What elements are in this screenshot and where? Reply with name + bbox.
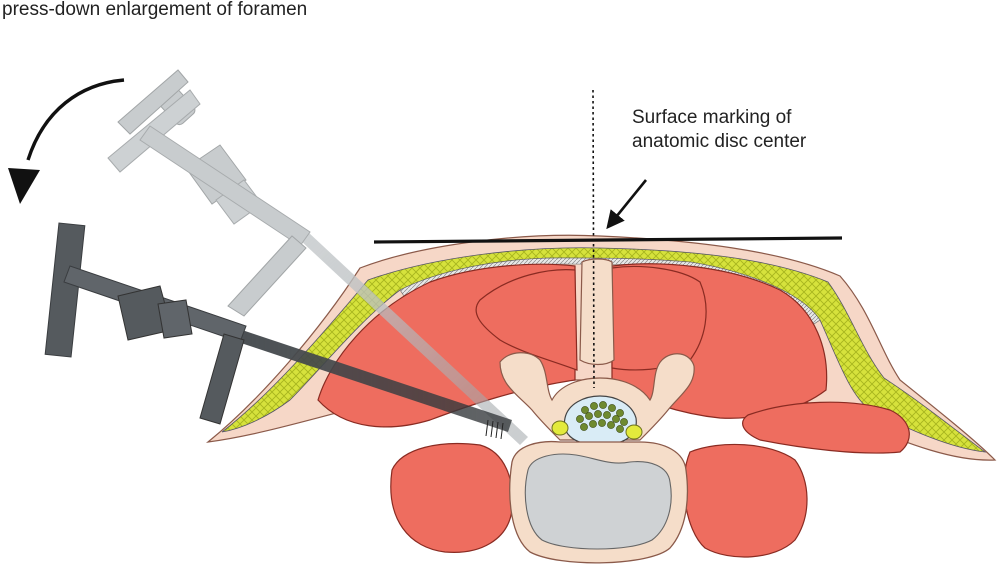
surface-marking-label-line2: anatomic disc center	[632, 131, 807, 152]
spinous-process	[579, 258, 615, 366]
left-psoas-muscle	[390, 442, 514, 553]
pointer-arrow-icon	[606, 179, 648, 230]
cauda-equina-dots	[576, 401, 628, 433]
right-psoas-muscle	[683, 443, 808, 558]
instrument-tip-ridges	[485, 419, 504, 440]
instrument-light	[107, 69, 528, 445]
left-nerve-ganglion	[551, 420, 569, 436]
right-multifidus-muscle	[611, 265, 707, 371]
curved-rotation-arrowhead	[8, 168, 40, 204]
surface-marking-line	[373, 236, 843, 244]
instrument-dark	[44, 222, 512, 440]
right-nerve-ganglion	[625, 424, 643, 440]
surface-marking-label: Surface marking of anatomic disc center	[632, 106, 806, 154]
intervertebral-disc	[524, 453, 672, 550]
disc-center-dotted-line	[592, 89, 595, 389]
curved-rotation-arrow-icon	[26, 78, 125, 161]
surface-marking-label-line1: Surface marking of	[632, 107, 792, 128]
enlargement-label: press-down enlargement of foramen	[2, 0, 308, 20]
left-multifidus-muscle	[475, 269, 578, 371]
right-flank-muscle	[742, 401, 910, 454]
